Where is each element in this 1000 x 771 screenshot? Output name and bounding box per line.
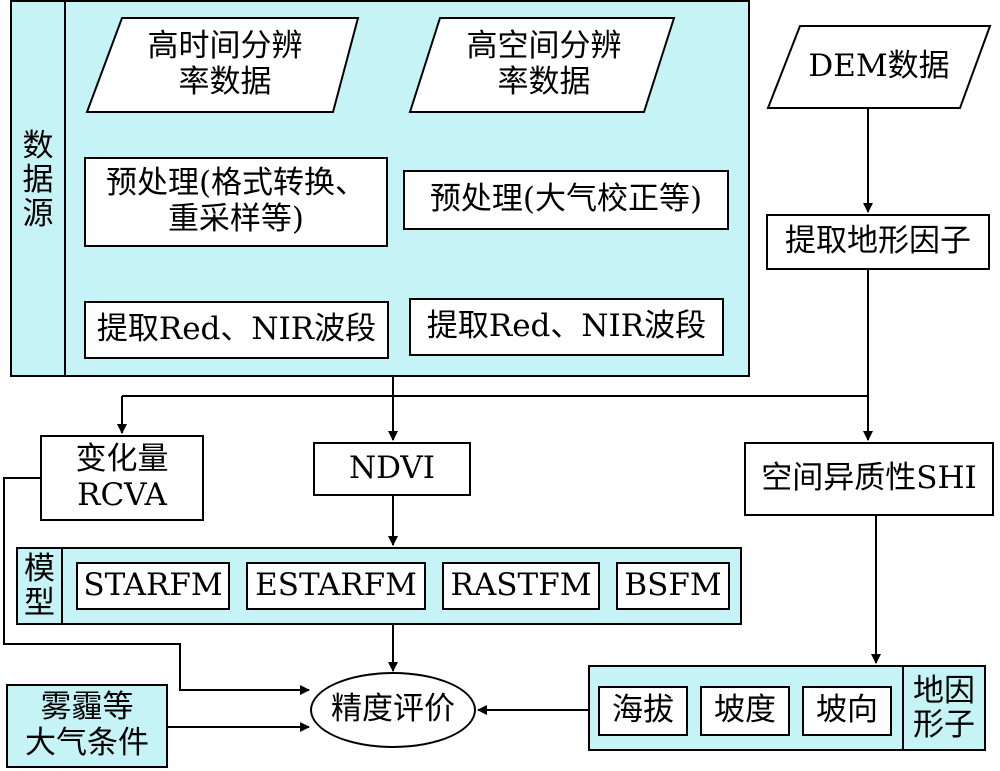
factor-slope: 坡度 — [700, 686, 790, 736]
data-source-divider — [64, 0, 66, 377]
preprocess-left-box: 预处理(格式转换、 重采样等) — [84, 157, 388, 247]
arrow-change-to-accuracy — [3, 477, 310, 695]
model-starfm: STARFM — [76, 562, 230, 610]
models-divider — [61, 547, 63, 625]
preprocess-right-box: 预处理(大气校正等) — [403, 170, 729, 230]
models-label: 模 型 — [24, 550, 55, 621]
extract-bands-right-box: 提取Red、NIR波段 — [409, 298, 724, 356]
model-bsfm: BSFM — [616, 562, 730, 610]
haze-box: 雾霾等 大气条件 — [6, 684, 168, 768]
high-temporal-data: 高时间分辨 率数据 — [147, 28, 303, 100]
accuracy-evaluation: 精度评价 — [310, 672, 476, 748]
data-source-label: 数 据 源 — [22, 127, 54, 233]
extract-bands-left-box: 提取Red、NIR波段 — [84, 301, 389, 359]
shi-box: 空间异质性SHI — [744, 442, 994, 516]
terrain-factors-label: 地因 形子 — [913, 672, 975, 743]
ndvi-box: NDVI — [313, 442, 471, 496]
change-rcva-box: 变化量 RCVA — [40, 435, 204, 521]
high-spatial-data: 高空间分辨 率数据 — [466, 28, 622, 100]
factor-elevation: 海拔 — [598, 686, 688, 736]
extract-terrain-box: 提取地形因子 — [766, 214, 990, 270]
dem-data: DEM数据 — [808, 48, 950, 85]
factor-aspect: 坡向 — [802, 686, 892, 736]
model-estarfm: ESTARFM — [246, 562, 426, 610]
model-rastfm: RASTFM — [442, 562, 600, 610]
terrain-factors-divider — [902, 665, 904, 751]
